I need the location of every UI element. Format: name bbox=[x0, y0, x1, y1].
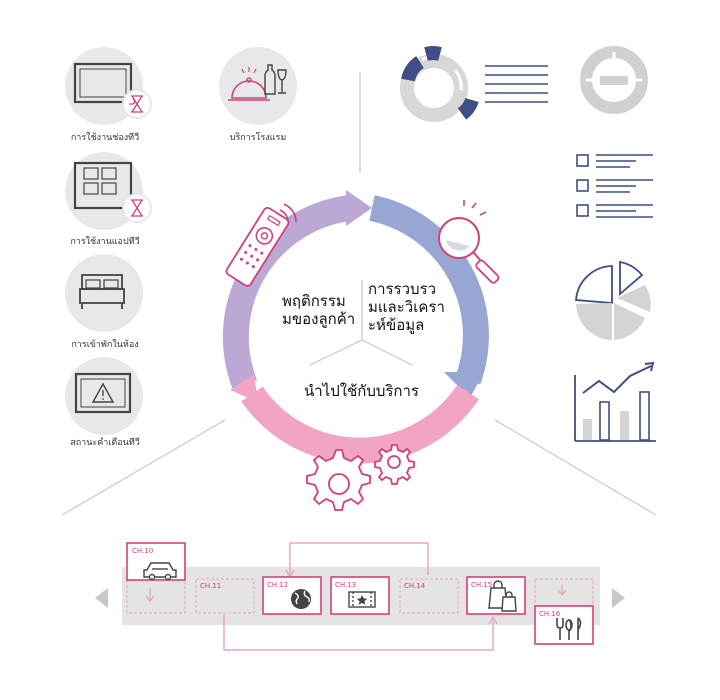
ch15-label: CH.15 bbox=[471, 581, 492, 589]
next-arrow-icon bbox=[612, 588, 625, 608]
tv-app-usage-label: การใช้งานแอปทีวี bbox=[70, 237, 140, 247]
tv-channel-usage-label: การใช้งานช่องทีวี bbox=[70, 133, 140, 143]
ticket-icon bbox=[348, 591, 376, 608]
ch12-label: CH.12 bbox=[267, 581, 288, 589]
bed-circle bbox=[65, 254, 143, 332]
ch14-label: CH.14 bbox=[404, 582, 426, 590]
shopping-bag-icon bbox=[488, 580, 517, 612]
apply-to-service-text: นำไปใช้กับบริการ bbox=[304, 382, 419, 400]
cutlery-icon bbox=[556, 617, 582, 640]
prev-arrow-icon bbox=[95, 588, 108, 608]
ch16-label: CH.16 bbox=[539, 610, 561, 618]
hotel-service-label: บริการโรงแรม bbox=[229, 133, 287, 143]
ch10-label: CH.10 bbox=[132, 547, 153, 555]
globe-icon bbox=[291, 589, 311, 609]
hotel-service-circle bbox=[219, 47, 297, 125]
ch11-label: CH.11 bbox=[200, 582, 221, 590]
car-icon bbox=[143, 562, 177, 581]
ch13-label: CH.13 bbox=[335, 581, 356, 589]
tv-warning-status-label: สถานะคำเตือนทีวี bbox=[70, 438, 140, 448]
data-analysis-text: การรวบรว มและวิเครา ะห์ข้อมูล bbox=[368, 280, 445, 334]
customer-behavior-text: พฤติกรรม มของลูกค้า bbox=[282, 292, 356, 328]
room-stay-label: การเข้าพักในห้อง bbox=[71, 340, 139, 350]
